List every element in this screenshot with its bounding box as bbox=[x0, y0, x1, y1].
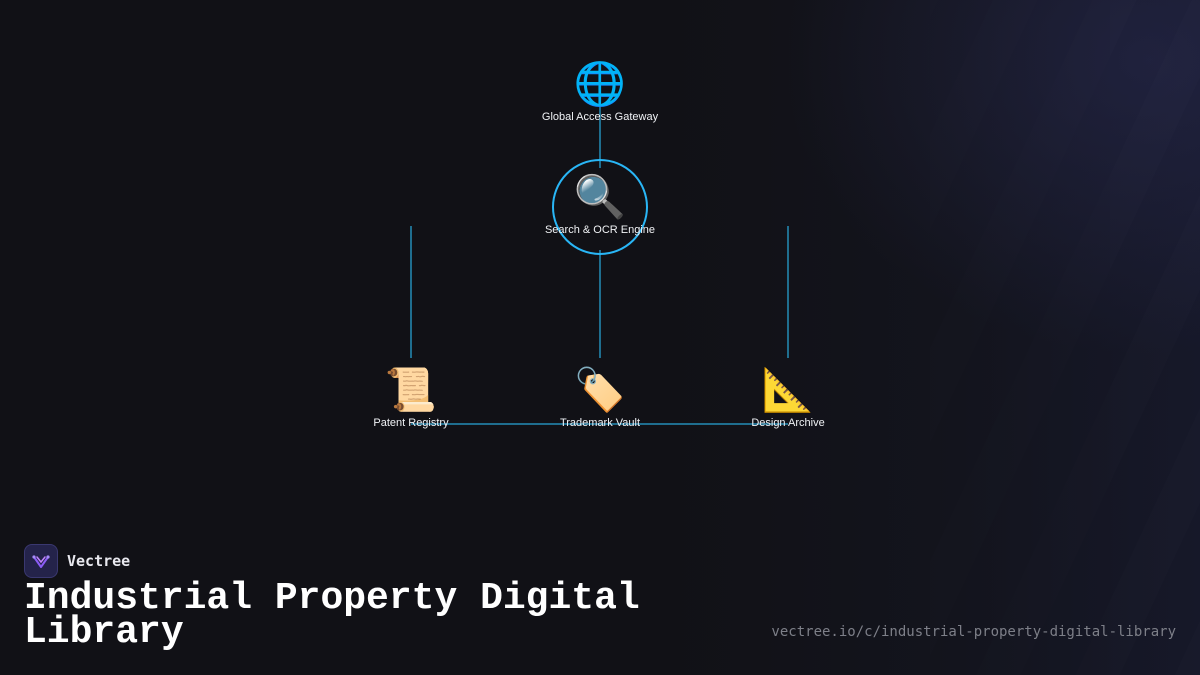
node-trademark-label: Trademark Vault bbox=[559, 417, 641, 429]
node-search[interactable]: 🔍 Search & OCR Engine bbox=[510, 173, 690, 237]
node-design[interactable]: 📐 Design Archive bbox=[698, 366, 878, 430]
node-gateway-label: Global Access Gateway bbox=[541, 111, 659, 123]
triangular-ruler-icon: 📐 bbox=[761, 366, 815, 413]
brand-name: Vectree bbox=[67, 552, 131, 570]
scroll-icon: 📜 bbox=[384, 366, 438, 413]
node-patent-label: Patent Registry bbox=[373, 417, 449, 429]
node-search-label: Search & OCR Engine bbox=[544, 224, 656, 236]
label-tag-icon: 🏷️ bbox=[573, 366, 627, 413]
page-title: Industrial Property Digital Library bbox=[24, 577, 640, 654]
search-highlight-ring bbox=[552, 159, 648, 255]
vectree-logo-icon bbox=[24, 544, 58, 578]
globe-icon: 🌐 bbox=[573, 60, 627, 107]
magnifying-glass-icon: 🔍 bbox=[573, 173, 627, 220]
node-trademark[interactable]: 🏷️ Trademark Vault bbox=[510, 366, 690, 430]
page-url[interactable]: vectree.io/c/industrial-property-digital… bbox=[771, 624, 1176, 640]
brand[interactable]: Vectree bbox=[24, 544, 130, 578]
node-design-label: Design Archive bbox=[751, 417, 825, 429]
node-patent[interactable]: 📜 Patent Registry bbox=[321, 366, 501, 430]
node-gateway[interactable]: 🌐 Global Access Gateway bbox=[510, 60, 690, 124]
